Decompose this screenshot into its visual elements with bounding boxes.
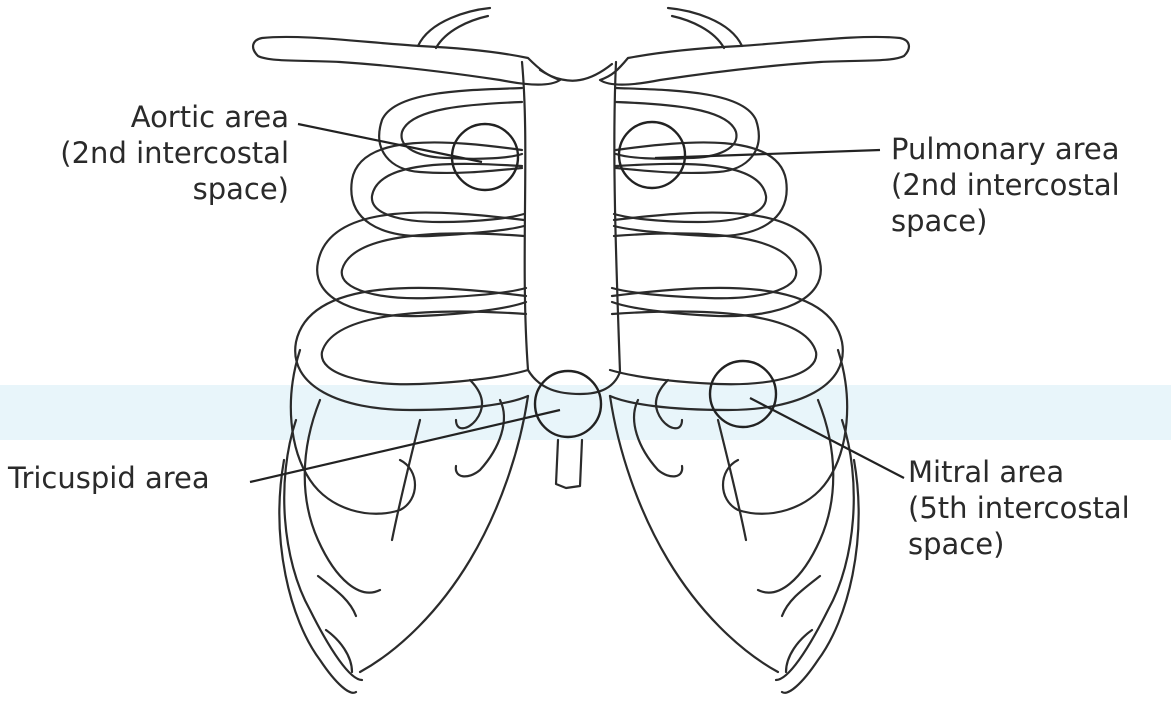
pulmonary-label-line-3: space) <box>891 203 1120 239</box>
aortic-label-line-1: Aortic area <box>60 99 289 135</box>
aortic-label-line-3: space) <box>60 171 289 207</box>
pulmonary-area-circle <box>619 122 685 188</box>
mitral-label-line-3: space) <box>908 526 1130 562</box>
pulmonary-label-line-1: Pulmonary area <box>891 131 1120 167</box>
tricuspid-label-line-1: Tricuspid area <box>8 460 210 496</box>
mitral-label-line-1: Mitral area <box>908 454 1130 490</box>
left-clavicle <box>253 37 560 85</box>
left-first-rib <box>418 8 490 48</box>
mitral-area-label: Mitral area (5th intercostal space) <box>908 454 1130 562</box>
pulmonary-area-label: Pulmonary area (2nd intercostal space) <box>891 131 1120 239</box>
pulmonary-leader-line <box>655 150 880 158</box>
mitral-label-line-2: (5th intercostal <box>908 490 1130 526</box>
pulmonary-label-line-2: (2nd intercostal <box>891 167 1120 203</box>
xiphoid <box>556 440 582 488</box>
sternal-notch <box>540 64 612 81</box>
right-first-rib <box>668 8 742 48</box>
aortic-area-label: Aortic area (2nd intercostal space) <box>60 99 289 207</box>
tricuspid-area-label: Tricuspid area <box>8 460 210 496</box>
aortic-label-line-2: (2nd intercostal <box>60 135 289 171</box>
right-clavicle <box>600 37 909 85</box>
sternum <box>522 62 620 394</box>
rib-cage <box>253 8 909 693</box>
